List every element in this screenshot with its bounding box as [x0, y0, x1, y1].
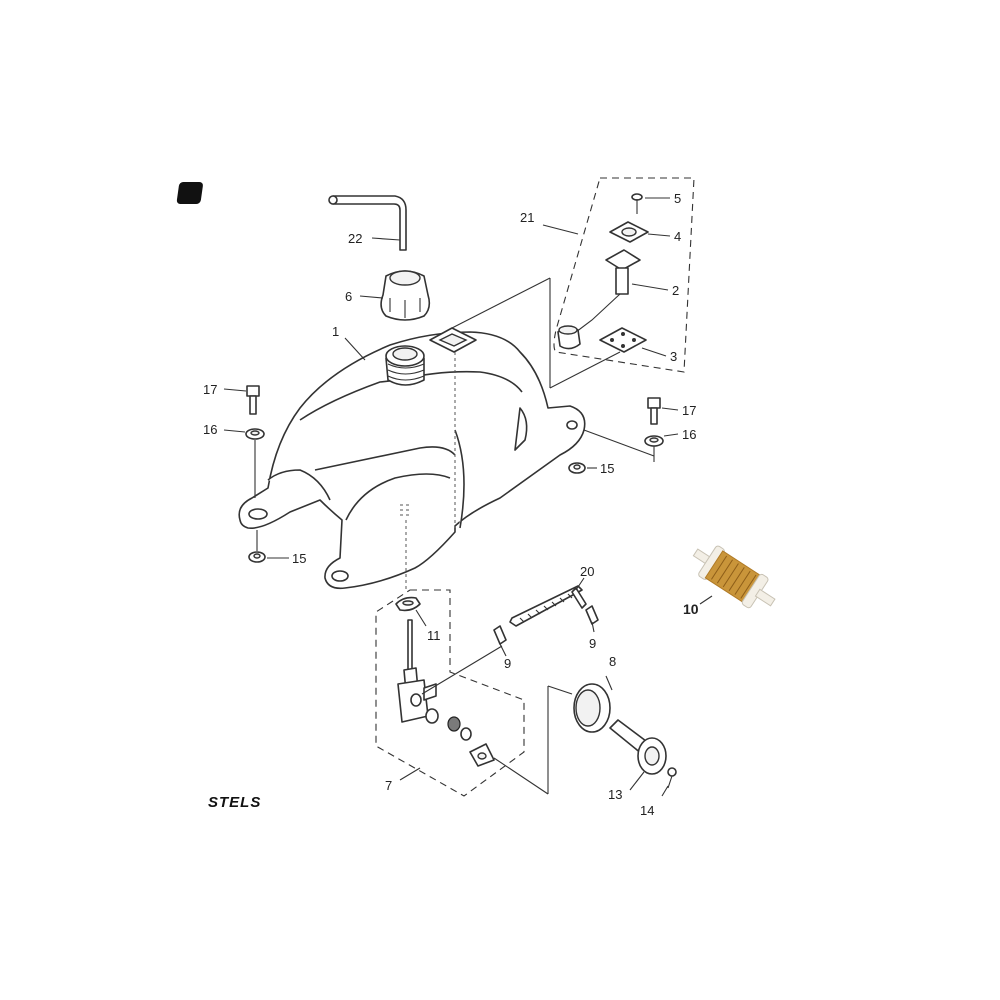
leader-10	[699, 595, 713, 605]
filter-line-c	[547, 685, 573, 695]
bolt-right	[647, 397, 661, 425]
leader-7	[399, 767, 421, 781]
leader-17-right	[661, 407, 679, 411]
leader-17-left	[223, 388, 247, 392]
leader-11	[415, 609, 427, 627]
leader-14	[661, 785, 669, 797]
leader-3	[641, 347, 667, 357]
callout-16-right: 16	[682, 427, 696, 442]
grommet-left	[248, 551, 266, 563]
sender-gasket	[599, 327, 647, 353]
leader-9-right	[591, 621, 595, 633]
hose-clamp-left	[493, 625, 507, 645]
callout-17-right: 17	[682, 403, 696, 418]
strainer-cup	[573, 683, 611, 733]
callout-11: 11	[427, 628, 441, 643]
callout-14: 14	[640, 803, 654, 818]
leader-16-left	[223, 429, 246, 433]
leader-1	[344, 337, 366, 361]
sender-screw	[631, 193, 643, 214]
washer-left	[245, 428, 265, 440]
callout-15-left: 15	[292, 551, 306, 566]
assembly-line-right	[583, 429, 655, 457]
leader-20	[575, 577, 585, 591]
brand-logo: S	[176, 182, 219, 204]
callout-15-right: 15	[600, 461, 614, 476]
callout-1: 1	[332, 324, 339, 339]
washer-right	[644, 435, 664, 447]
fuel-tank	[238, 327, 586, 590]
callout-7: 7	[385, 778, 392, 793]
brand-wordmark: STELS	[208, 794, 261, 811]
brand-logo-letter: S	[207, 184, 219, 203]
fuel-cap	[380, 270, 431, 321]
callout-4: 4	[674, 229, 681, 244]
valve-screw	[667, 767, 677, 789]
callout-13: 13	[608, 787, 622, 802]
grommet-right	[568, 462, 586, 474]
callout-8: 8	[609, 654, 616, 669]
leader-13	[629, 771, 645, 791]
filter-line-a	[493, 757, 549, 795]
breather-hose	[328, 195, 407, 251]
callout-22: 22	[348, 231, 362, 246]
callout-9-right: 9	[589, 636, 596, 651]
sender-assembly-box	[553, 177, 695, 373]
leader-8	[605, 675, 613, 691]
callout-16-left: 16	[203, 422, 217, 437]
callout-20: 20	[580, 564, 594, 579]
leader-2	[631, 283, 669, 291]
leader-16-right	[663, 433, 679, 437]
projection-line-top	[451, 277, 551, 329]
inline-fuel-filter	[692, 545, 776, 609]
leader-6	[359, 295, 384, 299]
callout-3: 3	[670, 349, 677, 364]
callout-17-left: 17	[203, 382, 217, 397]
leader-4	[647, 233, 671, 237]
valve-lever	[609, 719, 667, 775]
callout-10: 10	[683, 601, 699, 617]
leader-22	[371, 237, 401, 241]
fuel-level-sender	[557, 249, 641, 350]
fuel-hose	[509, 585, 587, 627]
callout-21: 21	[520, 210, 534, 225]
callout-9-left: 9	[504, 656, 511, 671]
sender-cover	[609, 221, 649, 243]
leader-9-left	[499, 643, 507, 657]
petcock-gasket	[395, 596, 421, 612]
petcock-assembly-box	[375, 589, 525, 797]
leader-21	[542, 224, 579, 235]
hose-clamp-right	[585, 605, 599, 625]
projection-line-bottom	[549, 351, 621, 389]
fuel-petcock	[397, 619, 495, 767]
callout-6: 6	[345, 289, 352, 304]
hose-line-to-petcock	[421, 645, 503, 695]
callout-5: 5	[674, 191, 681, 206]
bolt-left	[246, 385, 260, 415]
callout-2: 2	[672, 283, 679, 298]
